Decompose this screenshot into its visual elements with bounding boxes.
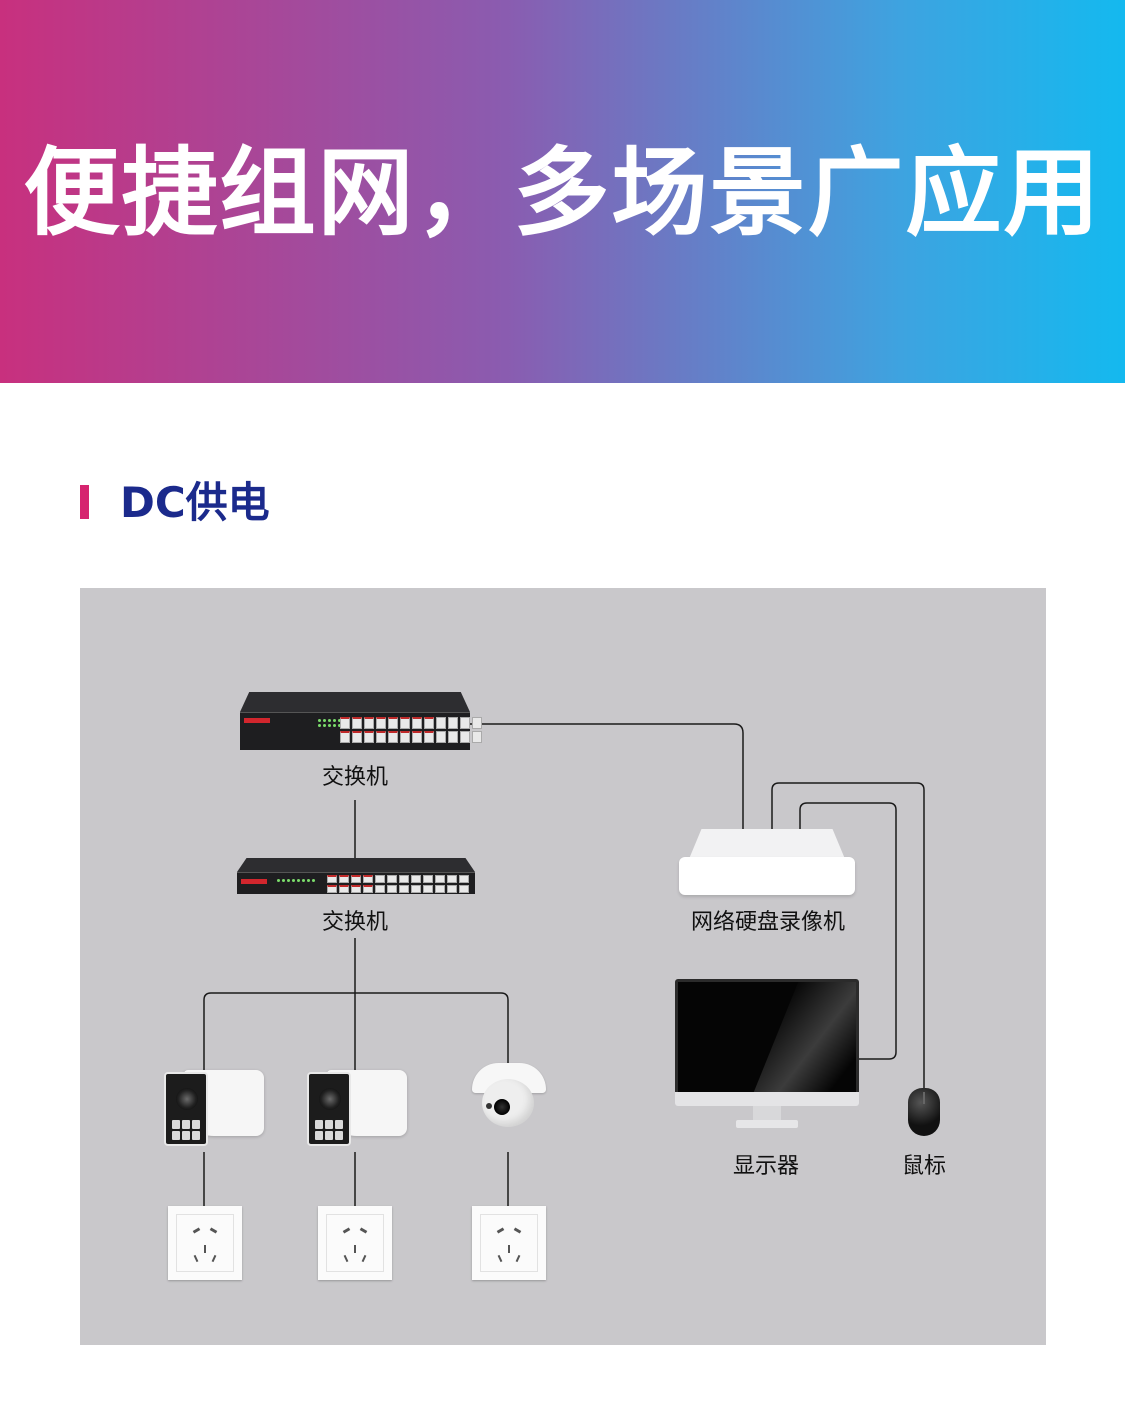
hero-title: 便捷组网，多场景广应用 [23,137,1102,249]
monitor-stand [753,1106,781,1122]
monitor-device [675,979,859,1095]
bullet-camera-2 [307,1068,407,1148]
section-title: DC供电 [120,478,270,527]
switch-top-label: 交换机 [321,765,389,790]
mouse-label: 鼠标 [901,1154,947,1179]
mouse-button-split [923,1092,925,1104]
nvr-label: 网络硬盘录像机 [690,910,846,935]
monitor-foot [736,1120,798,1128]
bullet-camera-1 [164,1068,264,1148]
section-marker [80,485,89,519]
monitor-chin [675,1092,859,1106]
switch-mid-label: 交换机 [321,910,389,935]
switch-top-device [240,692,482,750]
monitor-label: 显示器 [732,1154,800,1179]
nvr-device [679,829,855,895]
power-socket-2 [318,1206,392,1280]
hero-banner: 便捷组网，多场景广应用 [0,0,1125,383]
power-socket-1 [168,1206,242,1280]
switch-mid-device [237,858,475,894]
dome-camera [472,1063,546,1129]
power-socket-3 [472,1206,546,1280]
